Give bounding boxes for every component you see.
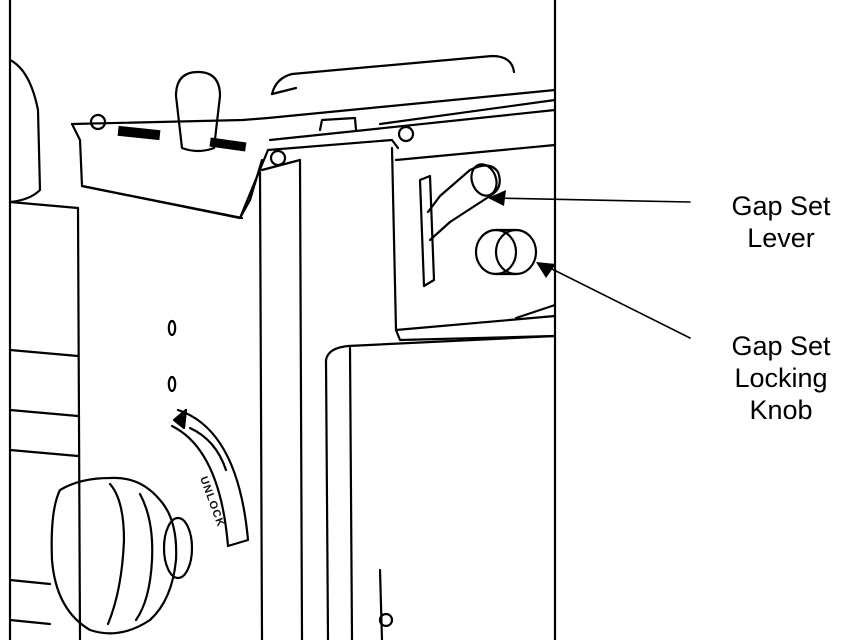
leader-line-knob xyxy=(541,263,691,339)
left-housing xyxy=(8,58,42,204)
top-lever-handle xyxy=(174,70,222,153)
gap-set-panel xyxy=(390,146,557,332)
top-cover xyxy=(70,88,557,126)
gap-set-lever xyxy=(426,164,501,242)
callout-line: Gap Set xyxy=(731,331,831,361)
unlock-arc xyxy=(170,408,250,548)
callout-gap-set-locking-knob: Gap Set Locking Knob xyxy=(695,330,867,426)
frame-border xyxy=(8,0,557,640)
arrowhead-lever xyxy=(488,190,506,206)
unlock-knob xyxy=(50,476,194,635)
callout-gap-set-lever: Gap Set Lever xyxy=(695,190,867,254)
gap-set-locking-knob xyxy=(474,228,538,276)
callout-line: Locking xyxy=(734,363,828,393)
callout-line: Lever xyxy=(747,223,815,253)
callout-line: Gap Set xyxy=(731,191,831,221)
left-column xyxy=(76,206,82,640)
callout-line: Knob xyxy=(749,395,813,425)
leader-line-lever xyxy=(491,197,691,203)
arrowhead-knob xyxy=(536,262,556,278)
lower-right-box xyxy=(324,334,557,362)
back-panel xyxy=(270,54,516,96)
